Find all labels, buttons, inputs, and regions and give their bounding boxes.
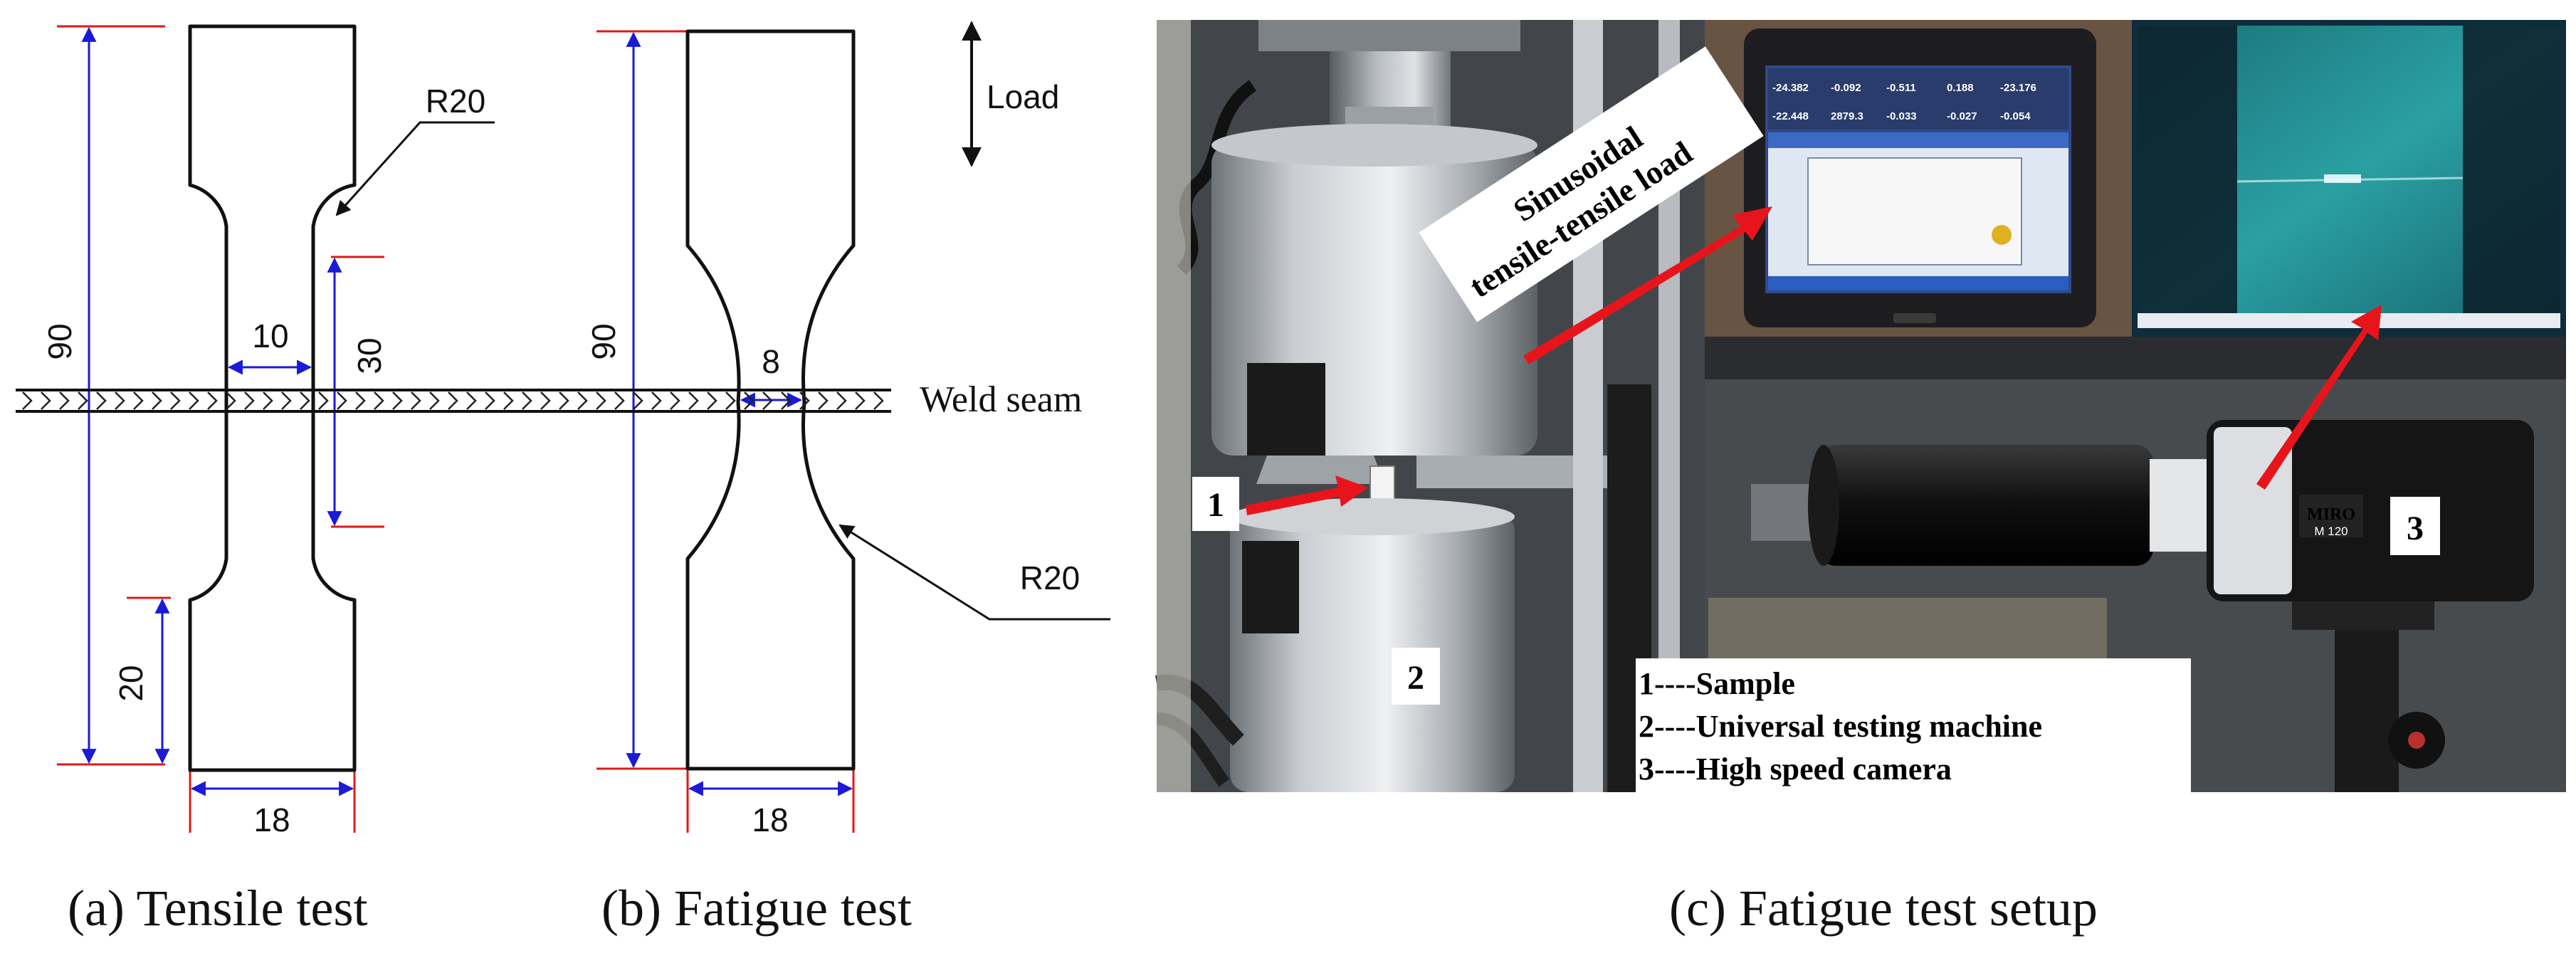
tensile-width-label: 18 [253, 801, 290, 838]
readout-r1-c2: -0.092 [1831, 82, 1861, 94]
caption-c: (c) Fatigue test setup [1669, 880, 2098, 937]
caption-a: (a) Tensile test [68, 880, 368, 937]
fatigue-height-label: 90 [585, 323, 622, 359]
readout-r2-c3: -0.033 [1886, 110, 1917, 122]
callout-2: 2 [1392, 648, 1440, 705]
load-indicator: Load [962, 21, 1059, 167]
lower-grip [1230, 512, 1515, 792]
weld-seam-band: Weld seam [16, 379, 1082, 420]
legend-item-1: 1----Sample [1639, 666, 1795, 701]
readout-r2-c1: -22.448 [1772, 110, 1809, 122]
legend-item-3: 3----High speed camera [1639, 752, 1952, 786]
readout-r1-c5: -23.176 [2000, 82, 2036, 94]
callout-3-label: 3 [2407, 510, 2424, 547]
legend-item-2: 2----Universal testing machine [1639, 709, 2042, 744]
camera-model-label: M 120 [2314, 525, 2348, 538]
camera-view-arrow [2256, 305, 2382, 490]
readout-r2-c5: -0.054 [2000, 110, 2031, 122]
fatigue-specimen-drawing: 90 8 18 R20 [585, 29, 1110, 838]
extension-lines [57, 25, 384, 833]
tensile-gauge-width-label: 10 [252, 317, 288, 354]
red-arrows [1246, 206, 2382, 515]
fatigue-neck-width-label: 8 [762, 343, 780, 380]
load-label: Load [987, 78, 1059, 115]
monitor-photo: -24.382 -0.092 -0.511 0.188 -23.176 -22.… [1705, 20, 2132, 337]
setup-legend: 1----Sample 2----Universal testing machi… [1636, 658, 2191, 792]
caption-b: (b) Fatigue test [601, 880, 912, 937]
readout-r1-c4: 0.188 [1947, 82, 1974, 94]
tensile-radius-leader [335, 121, 495, 216]
fatigue-radius-label: R20 [1020, 559, 1080, 596]
tensile-grip-length-label: 20 [112, 665, 149, 701]
screen-readout: -24.382 -0.092 -0.511 0.188 -23.176 -22.… [1772, 82, 2036, 122]
camera-brand-label: MIRO [2307, 505, 2355, 524]
weld-seam-label: Weld seam [920, 379, 1082, 420]
camera-lens [1819, 445, 2153, 566]
callout-1-label: 1 [1207, 486, 1224, 524]
setup-photo: -24.382 -0.092 -0.511 0.188 -23.176 -22.… [1155, 20, 2566, 792]
callout-1: 1 [1192, 477, 1239, 531]
readout-r1-c1: -24.382 [1772, 82, 1809, 94]
load-annotation-arrow [1523, 206, 1772, 364]
tensile-height-label: 90 [41, 323, 78, 359]
tensile-radius-label: R20 [426, 83, 485, 120]
load-annotation: Sinusoidal tensile-tensile load [1419, 46, 1764, 322]
readout-r2-c4: -0.027 [1947, 110, 1977, 122]
callout-2-label: 2 [1407, 659, 1424, 697]
tensile-specimen-drawing: 90 10 30 20 18 R20 [41, 24, 495, 838]
extension-lines [596, 30, 855, 833]
camera-view-photo [2132, 20, 2566, 337]
sample-arrow [1246, 475, 1368, 515]
fatigue-radius-leader [838, 524, 1110, 621]
callout-3: 3 [2390, 497, 2440, 555]
readout-r2-c2: 2879.3 [1831, 110, 1863, 122]
tensile-gauge-length-label: 30 [351, 337, 388, 374]
readout-r1-c3: -0.511 [1886, 82, 1916, 94]
fatigue-width-label: 18 [752, 801, 788, 838]
